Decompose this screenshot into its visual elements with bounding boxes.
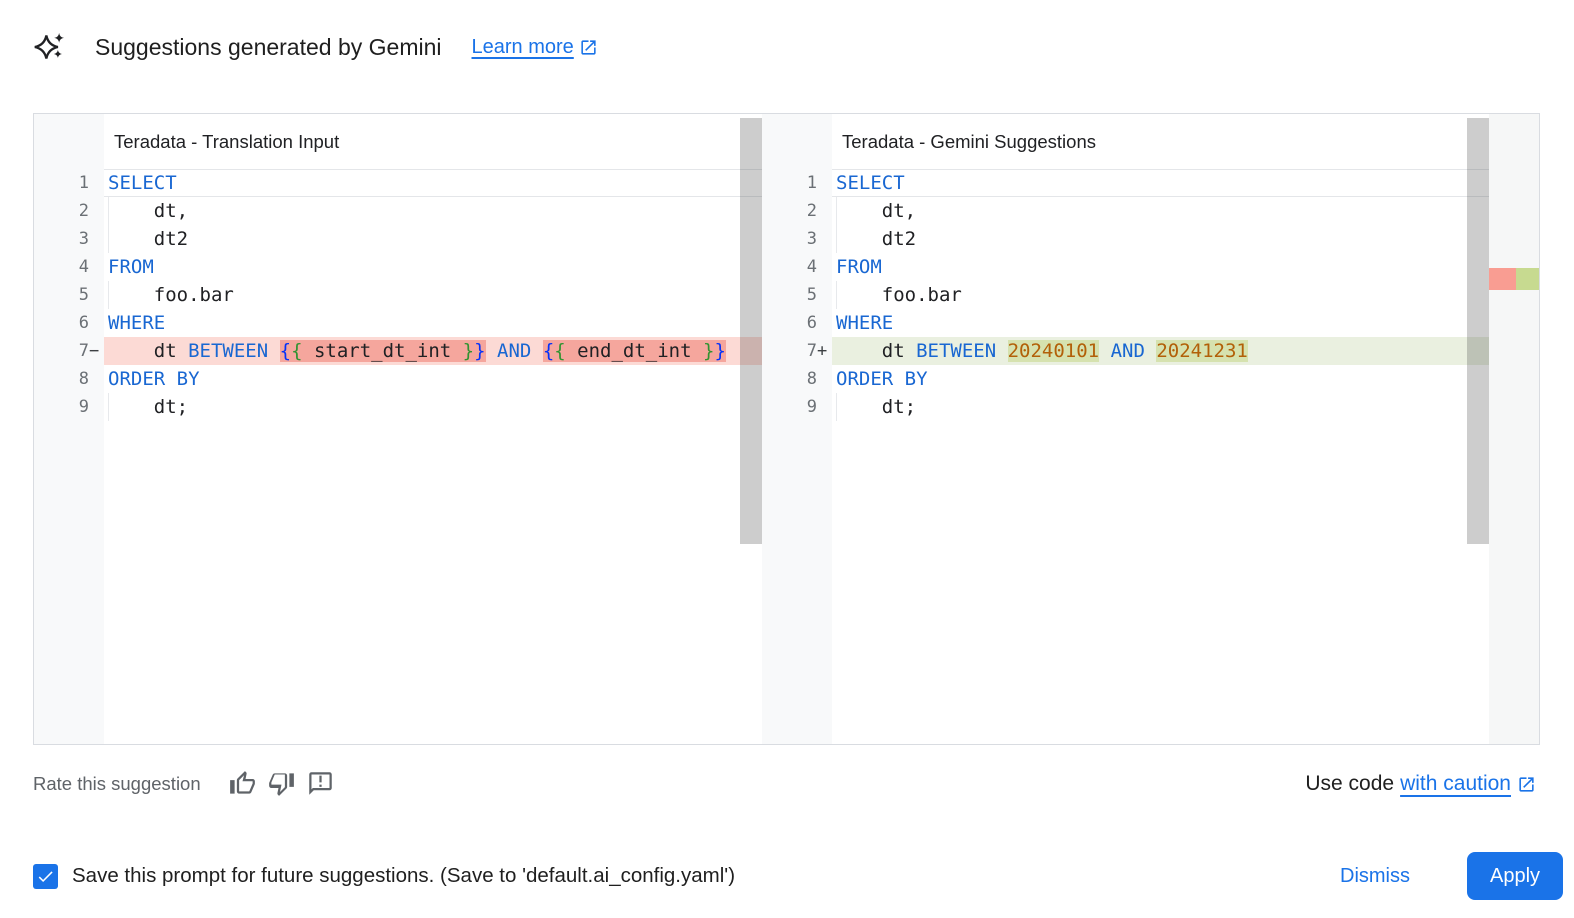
code-line: 6 WHERE [762, 309, 1489, 337]
line-number: 3 [806, 229, 817, 249]
code-text: dt BETWEEN {{ start_dt_int }} AND {{ end… [104, 337, 762, 365]
apply-button[interactable]: Apply [1467, 852, 1563, 900]
code-line: 2 dt, [762, 197, 1489, 225]
code-line: 4 FROM [34, 253, 762, 281]
code-line: 9 dt; [762, 393, 1489, 421]
code-line: 3 dt2 [34, 225, 762, 253]
external-link-icon [581, 39, 596, 55]
thumb-down-icon [268, 773, 294, 796]
code-line: 4 FROM [762, 253, 1489, 281]
line-number: 7+ [762, 337, 832, 365]
line-number: 6 [78, 313, 89, 333]
code-text: foo.bar [104, 281, 762, 309]
code-line: 1 SELECT [34, 169, 762, 197]
code-line: 5 foo.bar [762, 281, 1489, 309]
bottom-action-bar: Save this prompt for future suggestions.… [0, 848, 1574, 904]
checkmark-icon [38, 870, 53, 882]
line-number: 1 [806, 173, 817, 193]
line-number: 8 [78, 369, 89, 389]
line-number: 8 [806, 369, 817, 389]
code-text: dt; [104, 393, 762, 421]
code-line: 3 dt2 [762, 225, 1489, 253]
save-prompt-label: Save this prompt for future suggestions.… [72, 864, 736, 887]
dismiss-button[interactable]: Dismiss [1320, 855, 1430, 898]
code-text: ORDER BY [836, 368, 928, 390]
ruler-deletion-mark [1489, 268, 1516, 290]
code-line: 2 dt, [34, 197, 762, 225]
code-text: dt BETWEEN 20240101 AND 20241231 [832, 337, 1489, 365]
code-line: 8 ORDER BY [34, 365, 762, 393]
code-text: dt; [832, 393, 1489, 421]
diff-sign: + [817, 341, 828, 361]
rate-label: Rate this suggestion [33, 772, 201, 794]
code-line: 7− dt BETWEEN {{ start_dt_int }} AND {{ … [34, 337, 762, 365]
feedback-button[interactable] [307, 770, 334, 797]
code-line: 6 WHERE [34, 309, 762, 337]
line-number: 7− [34, 337, 104, 365]
code-text: WHERE [836, 312, 894, 334]
diff-sign: − [89, 341, 100, 361]
code-text: dt2 [832, 225, 1489, 253]
line-number: 9 [78, 397, 89, 417]
thumb-up-icon [229, 771, 255, 794]
line-number: 3 [78, 229, 89, 249]
code-text: dt2 [104, 225, 762, 253]
save-prompt-checkbox[interactable] [33, 863, 58, 889]
code-line: 5 foo.bar [34, 281, 762, 309]
code-text: SELECT [104, 169, 762, 197]
code-line: 8 ORDER BY [762, 365, 1489, 393]
pane-title: Teradata - Translation Input [114, 131, 340, 152]
vertical-scrollbar[interactable] [1467, 118, 1489, 544]
feedback-icon [308, 772, 332, 795]
use-code-notice: Use code with caution [1305, 772, 1536, 796]
line-number-gutter [762, 114, 832, 744]
line-number: 5 [806, 285, 817, 305]
thumb-down-button[interactable] [268, 770, 295, 797]
line-number: 9 [806, 397, 817, 417]
line-number: 4 [806, 257, 817, 277]
header: Suggestions generated by Gemini Learn mo… [33, 30, 598, 64]
vertical-scrollbar[interactable] [740, 118, 762, 544]
code-line: 7+ dt BETWEEN 20240101 AND 20241231 [762, 337, 1489, 365]
external-link-icon [1519, 776, 1534, 792]
code-line: 9 dt; [34, 393, 762, 421]
line-number: 1 [78, 173, 89, 193]
code-text: ORDER BY [108, 368, 200, 390]
code-text: dt, [104, 197, 762, 225]
line-number: 5 [78, 285, 89, 305]
diff-overview-ruler[interactable] [1489, 114, 1539, 744]
line-number: 2 [806, 201, 817, 221]
line-number: 4 [78, 257, 89, 277]
thumb-up-button[interactable] [229, 770, 256, 797]
page-title: Suggestions generated by Gemini [95, 33, 442, 60]
learn-more-link[interactable]: Learn more [472, 36, 598, 59]
code-text: FROM [108, 256, 154, 278]
ruler-addition-mark [1516, 268, 1539, 290]
code-text: FROM [836, 256, 882, 278]
rate-row: Rate this suggestion [33, 770, 346, 797]
use-code-text: Use code [1305, 772, 1395, 795]
gemini-sparkle-icon [34, 33, 64, 59]
code-text: WHERE [108, 312, 166, 334]
line-number: 6 [806, 313, 817, 333]
line-number-gutter [34, 114, 104, 744]
code-text: SELECT [832, 169, 1489, 197]
code-line: 1 SELECT [762, 169, 1489, 197]
line-number: 2 [78, 201, 89, 221]
with-caution-link[interactable]: with caution [1400, 772, 1511, 795]
pane-title: Teradata - Gemini Suggestions [842, 131, 1096, 152]
code-text: dt, [832, 197, 1489, 225]
code-text: foo.bar [832, 281, 1489, 309]
